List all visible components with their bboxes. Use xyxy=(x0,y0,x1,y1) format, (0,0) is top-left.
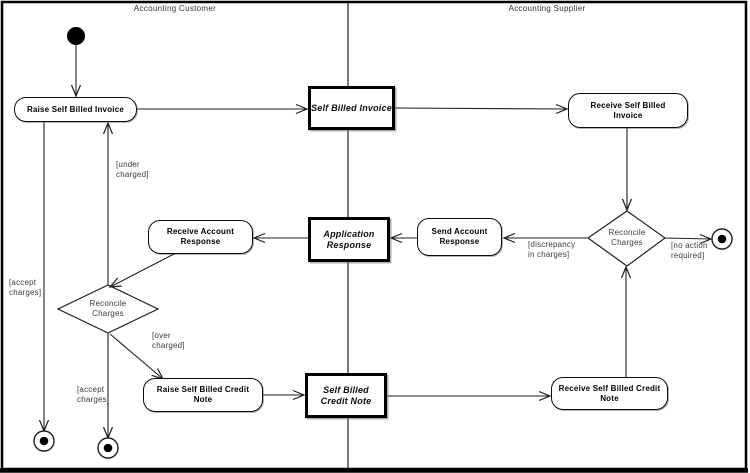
activity-send-account-response: Send Account Response xyxy=(417,218,502,256)
object-application-response: Application Response xyxy=(308,217,390,262)
decision-label-reconcile-supplier: Reconcile Charges xyxy=(608,228,646,247)
arrowhead-left xyxy=(252,232,266,244)
object-label: Self Billed Credit Note xyxy=(320,384,372,406)
arrowhead-right xyxy=(538,390,552,402)
object-self-billed-invoice: Self Billed Invoice xyxy=(308,86,395,130)
arrowhead-left xyxy=(502,232,516,244)
arrowhead-down xyxy=(621,198,633,212)
edge-decision-to-final xyxy=(664,237,712,240)
guard-over-charged: [over charged] xyxy=(152,331,185,350)
edges xyxy=(43,45,712,438)
guard-under-charged: [under charged] xyxy=(116,160,149,179)
object-label: Application Response xyxy=(323,228,375,250)
edge-decision-over-charged xyxy=(109,333,164,380)
decision-label-reconcile-customer: Reconcile Charges xyxy=(89,299,127,318)
guard-accept-charges-left: [accept charges] xyxy=(9,278,42,297)
arrowhead-right xyxy=(292,389,306,401)
activity-label: Receive Self Billed Invoice xyxy=(590,100,666,120)
activity-label: Receive Account Response xyxy=(166,227,235,246)
arrowhead-down xyxy=(70,84,82,98)
lane-header-supplier: Accounting Supplier xyxy=(508,4,586,13)
activity-label: Raise Self Billed Credit Note xyxy=(156,385,250,404)
guard-accept-charges-mid: [accept charges] xyxy=(77,385,110,404)
final-state-icon xyxy=(33,430,55,452)
activity-raise-self-billed-credit-note: Raise Self Billed Credit Note xyxy=(143,378,263,412)
decision-reconcile-charges-supplier xyxy=(586,210,667,267)
activity-receive-self-billed-invoice: Receive Self Billed Invoice xyxy=(568,93,688,128)
arrowhead-diagonal xyxy=(108,277,122,288)
arrowhead-up xyxy=(620,265,632,279)
final-state-icon xyxy=(711,228,733,250)
guard-discrepancy-in-charges: [discrepancy in charges] xyxy=(528,240,576,259)
activity-label: Receive Self Billed Credit Note xyxy=(558,383,661,403)
arrowhead-right xyxy=(295,103,309,115)
arrowhead-left xyxy=(389,232,403,244)
edge-receive-response-to-decision xyxy=(109,252,177,288)
edge-invoice-to-receive-invoice xyxy=(394,107,568,110)
final-state-icon xyxy=(97,437,119,459)
initial-state-icon xyxy=(67,27,85,45)
arrowhead-up xyxy=(102,121,114,135)
activity-label: Send Account Response xyxy=(431,227,488,246)
lane-header-customer: Accounting Customer xyxy=(133,4,217,13)
arrowhead-right xyxy=(555,103,569,115)
decision-reconcile-charges-customer xyxy=(56,284,160,334)
object-self-billed-credit-note: Self Billed Credit Note xyxy=(305,373,387,418)
guard-no-action-required: [no action required] xyxy=(671,241,708,260)
arrowhead-right xyxy=(699,233,713,245)
object-label: Self Billed Invoice xyxy=(311,102,392,113)
activity-receive-account-response: Receive Account Response xyxy=(148,220,253,254)
activity-label: Raise Self Billed Invoice xyxy=(26,104,125,114)
activity-raise-self-billed-invoice: Raise Self Billed Invoice xyxy=(14,97,137,122)
activity-receive-self-billed-credit-note: Receive Self Billed Credit Note xyxy=(551,377,668,410)
